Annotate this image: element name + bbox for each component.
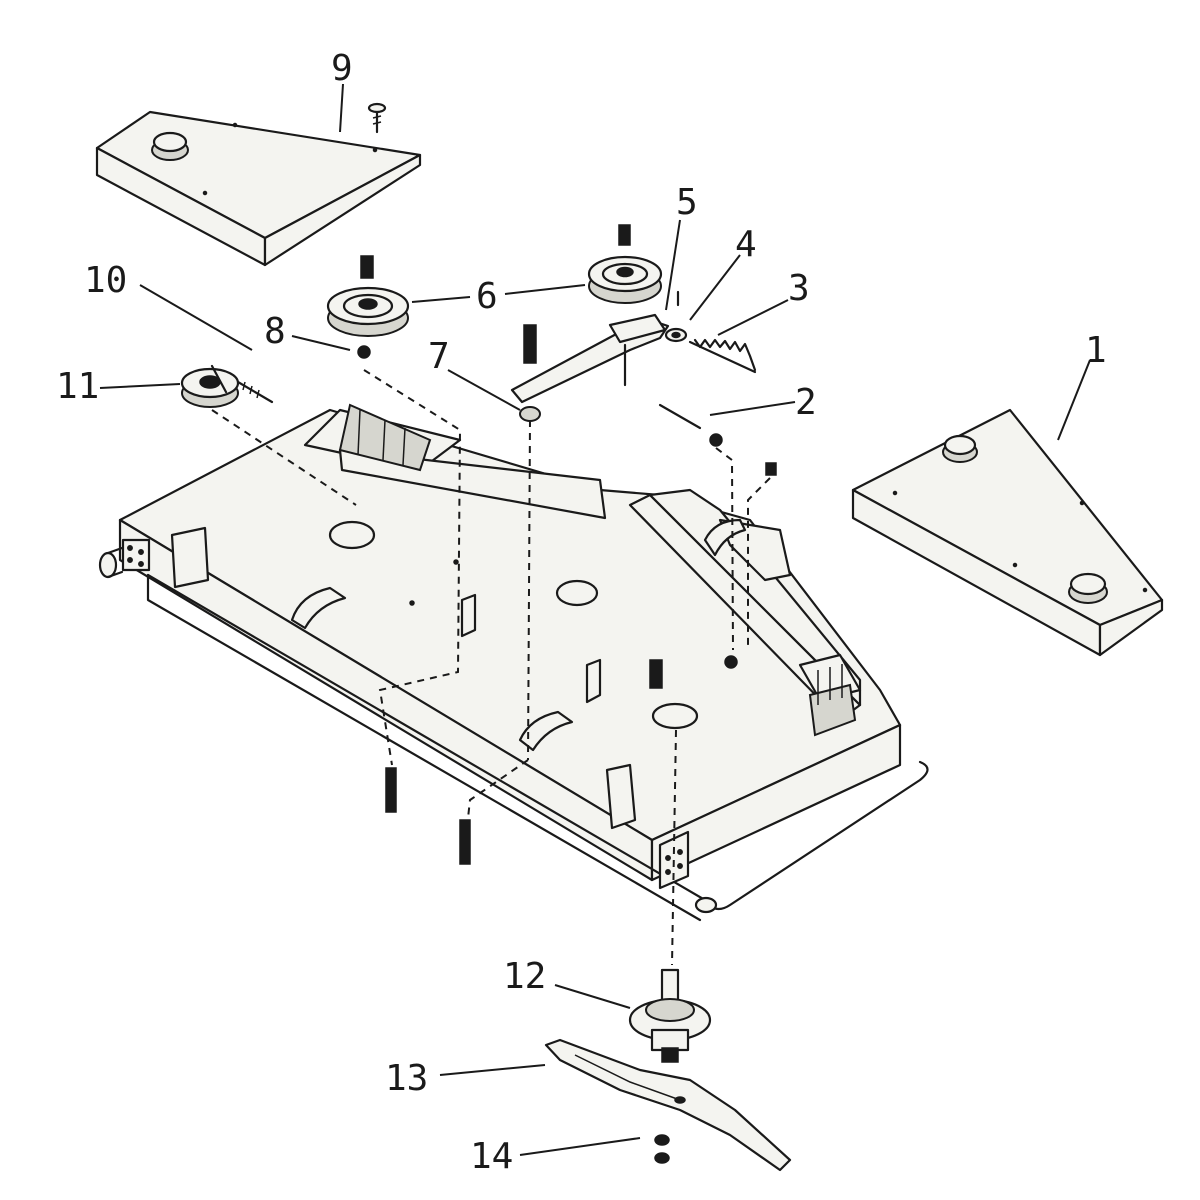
callout-4: 4 xyxy=(735,224,757,265)
callout-3: 3 xyxy=(788,268,810,309)
drive-pulley xyxy=(180,364,240,408)
blade-bolt xyxy=(654,1134,670,1164)
callout-14: 14 xyxy=(470,1136,513,1177)
callout-6: 6 xyxy=(476,276,498,317)
cover-screw xyxy=(367,102,387,134)
mower-deck-housing xyxy=(98,403,929,922)
blade-spindle xyxy=(628,968,712,1063)
adjusting-rod xyxy=(658,403,777,476)
callout-10: 10 xyxy=(84,260,127,301)
idler-bushing xyxy=(664,327,688,343)
spindle-bolt-left xyxy=(385,767,397,813)
callout-13: 13 xyxy=(385,1058,428,1099)
assembly-lines xyxy=(211,369,771,966)
washer-icon xyxy=(357,345,371,359)
pulley-bolt xyxy=(236,380,274,404)
callout-9: 9 xyxy=(331,48,353,89)
leader-lines xyxy=(99,83,1091,1156)
spindle-bolt-right xyxy=(649,659,663,689)
callout-12: 12 xyxy=(503,956,546,997)
mower-blade xyxy=(544,1038,792,1172)
callout-7: 7 xyxy=(428,336,450,377)
callout-2: 2 xyxy=(795,382,817,423)
callout-11: 11 xyxy=(56,366,99,407)
callout-5: 5 xyxy=(676,182,698,223)
callout-1: 1 xyxy=(1085,330,1107,371)
callout-labels: 1 2 3 4 5 6 7 8 9 10 11 12 13 14 xyxy=(56,48,1107,1177)
spindle-bolt-center xyxy=(459,819,471,865)
left-belt-cover xyxy=(95,110,422,267)
callout-8: 8 xyxy=(264,311,286,352)
right-belt-cover xyxy=(851,408,1164,657)
idler-pulley-right xyxy=(587,224,663,304)
tension-spring xyxy=(688,338,757,374)
idler-arm xyxy=(510,290,680,422)
idler-pulley-left xyxy=(326,255,410,337)
